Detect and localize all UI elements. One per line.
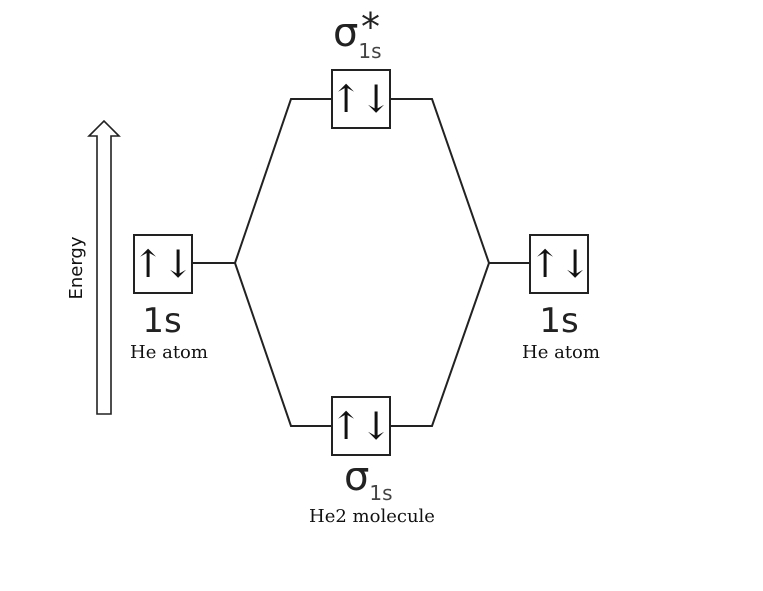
antibonding-spin-up-arrow: ↑ bbox=[330, 77, 362, 121]
bonding-label: σ1s bbox=[344, 454, 393, 505]
antibonding-subscript: 1s bbox=[358, 39, 381, 63]
antibonding-orbital-box bbox=[331, 69, 391, 129]
antibonding-spin-down-arrow: ↓ bbox=[360, 77, 392, 121]
antibonding-label: σ1s bbox=[333, 10, 382, 63]
bonding-orbital-box bbox=[331, 396, 391, 456]
left-bonding-line bbox=[234, 262, 332, 427]
antibonding-orbital: ↑ ↓ bbox=[330, 69, 392, 129]
left-antibonding-line bbox=[234, 98, 332, 264]
left-spin-up-arrow: ↑ bbox=[132, 242, 164, 286]
right-orbital-box bbox=[529, 234, 589, 294]
left-atom-orbital: ↑ ↓ bbox=[132, 234, 194, 294]
right-spin-up-arrow: ↑ bbox=[529, 242, 561, 286]
right-orbital-label: 1s bbox=[539, 301, 578, 341]
correlation-lines bbox=[192, 98, 530, 427]
right-spin-down-arrow: ↓ bbox=[559, 242, 591, 286]
left-spin-down-arrow: ↓ bbox=[162, 242, 194, 286]
right-atom-name: He atom bbox=[522, 342, 600, 363]
bonding-spin-up-arrow: ↑ bbox=[330, 404, 362, 448]
left-orbital-label: 1s bbox=[142, 301, 181, 341]
right-bonding-line bbox=[390, 262, 490, 427]
bonding-sigma-symbol: σ bbox=[344, 454, 369, 500]
left-orbital-box bbox=[133, 234, 193, 294]
right-antibonding-line bbox=[390, 98, 490, 264]
antibonding-sigma-symbol: σ bbox=[333, 10, 358, 56]
bonding-orbital: ↑ ↓ bbox=[330, 396, 392, 456]
right-atom-orbital: ↑ ↓ bbox=[529, 234, 591, 294]
molecule-name: He2 molecule bbox=[309, 506, 435, 527]
bonding-spin-down-arrow: ↓ bbox=[360, 404, 392, 448]
energy-arrow bbox=[87, 119, 121, 415]
bonding-subscript: 1s bbox=[369, 481, 392, 505]
antibonding-star: * bbox=[361, 5, 380, 49]
energy-axis-label: Energy bbox=[66, 236, 87, 299]
left-atom-name: He atom bbox=[130, 342, 208, 363]
